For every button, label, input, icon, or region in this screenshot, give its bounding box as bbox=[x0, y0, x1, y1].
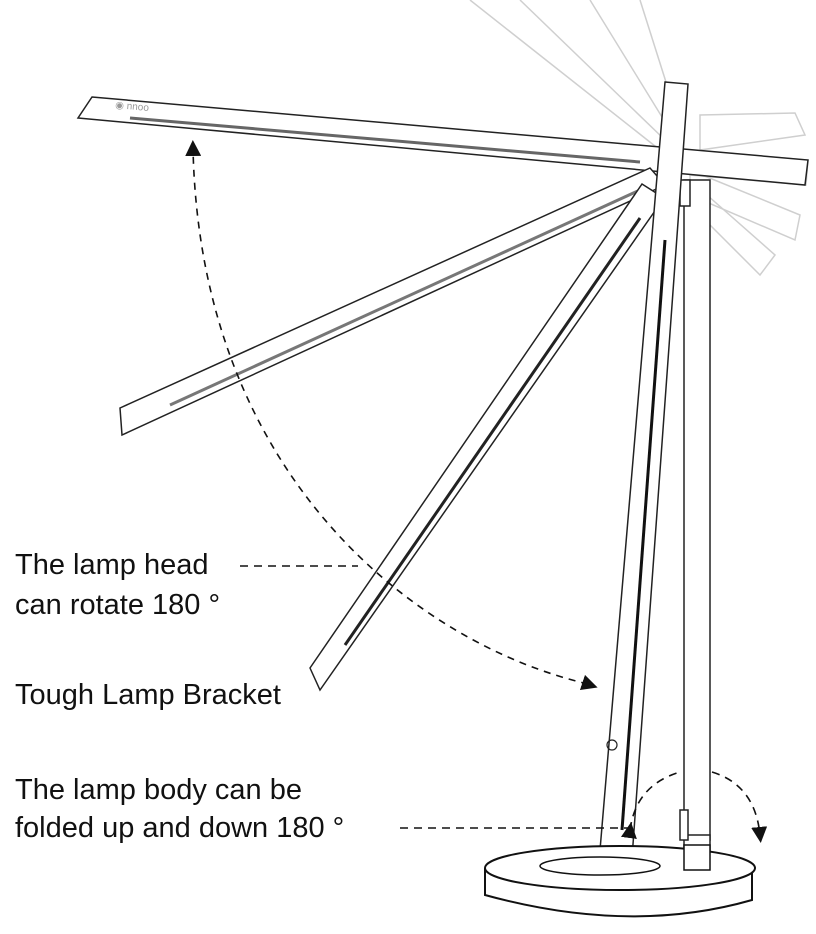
rotation-arc bbox=[185, 140, 598, 691]
body-fold-label-line2: folded up and down 180 ° bbox=[15, 812, 345, 844]
lamp-head-horizontal: ◉ nnoo bbox=[76, 96, 809, 186]
head-logo: ◉ nnoo bbox=[115, 100, 150, 114]
bracket-label: Tough Lamp Bracket bbox=[15, 679, 281, 711]
body-fold-label-line1: The lamp body can be bbox=[15, 774, 302, 806]
head-rotate-label-line1: The lamp head bbox=[15, 549, 209, 581]
lamp-base bbox=[484, 844, 756, 918]
lamp-pole bbox=[679, 179, 711, 866]
leader-lines bbox=[240, 565, 768, 843]
head-rotate-label-line2: can rotate 180 ° bbox=[15, 589, 221, 621]
